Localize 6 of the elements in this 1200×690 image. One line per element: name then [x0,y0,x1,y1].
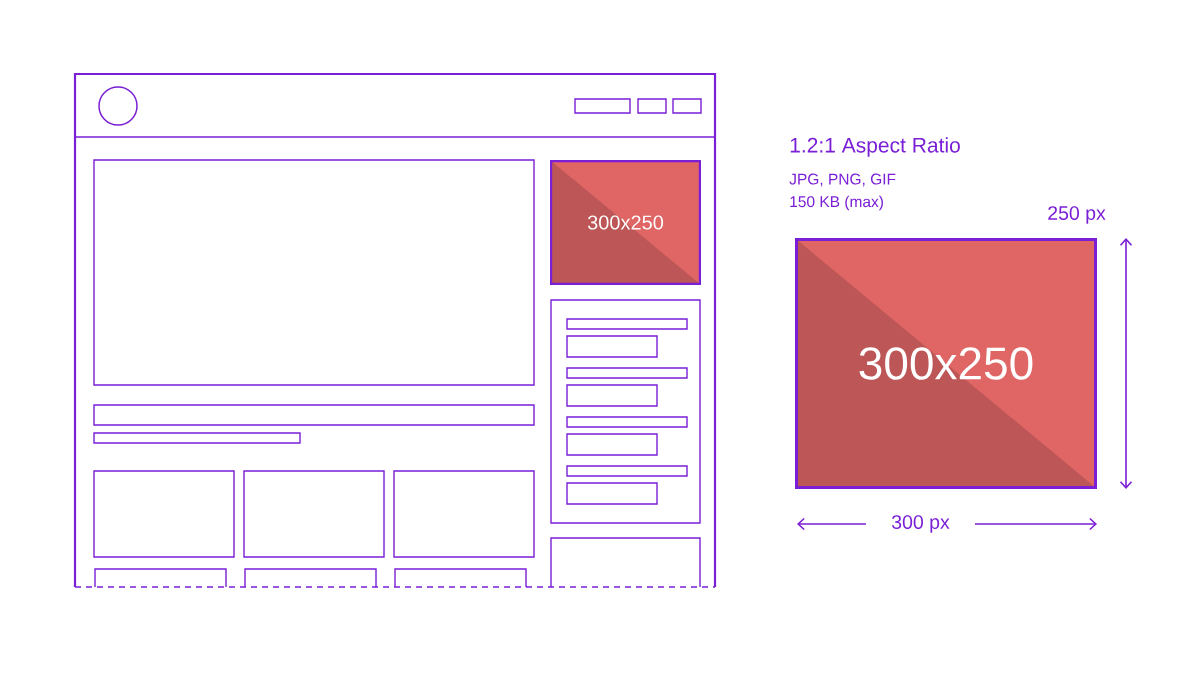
ad-box: 300x250 [550,160,701,285]
spec-text: JPG, PNG, GIF [789,173,896,187]
spec-text: 150 KB (max) [790,195,883,211]
dimension-label: 300 px [891,515,950,533]
ad-box: 300x250 [795,238,1097,489]
heading: 1.2:1 Aspect Ratio [790,137,960,157]
